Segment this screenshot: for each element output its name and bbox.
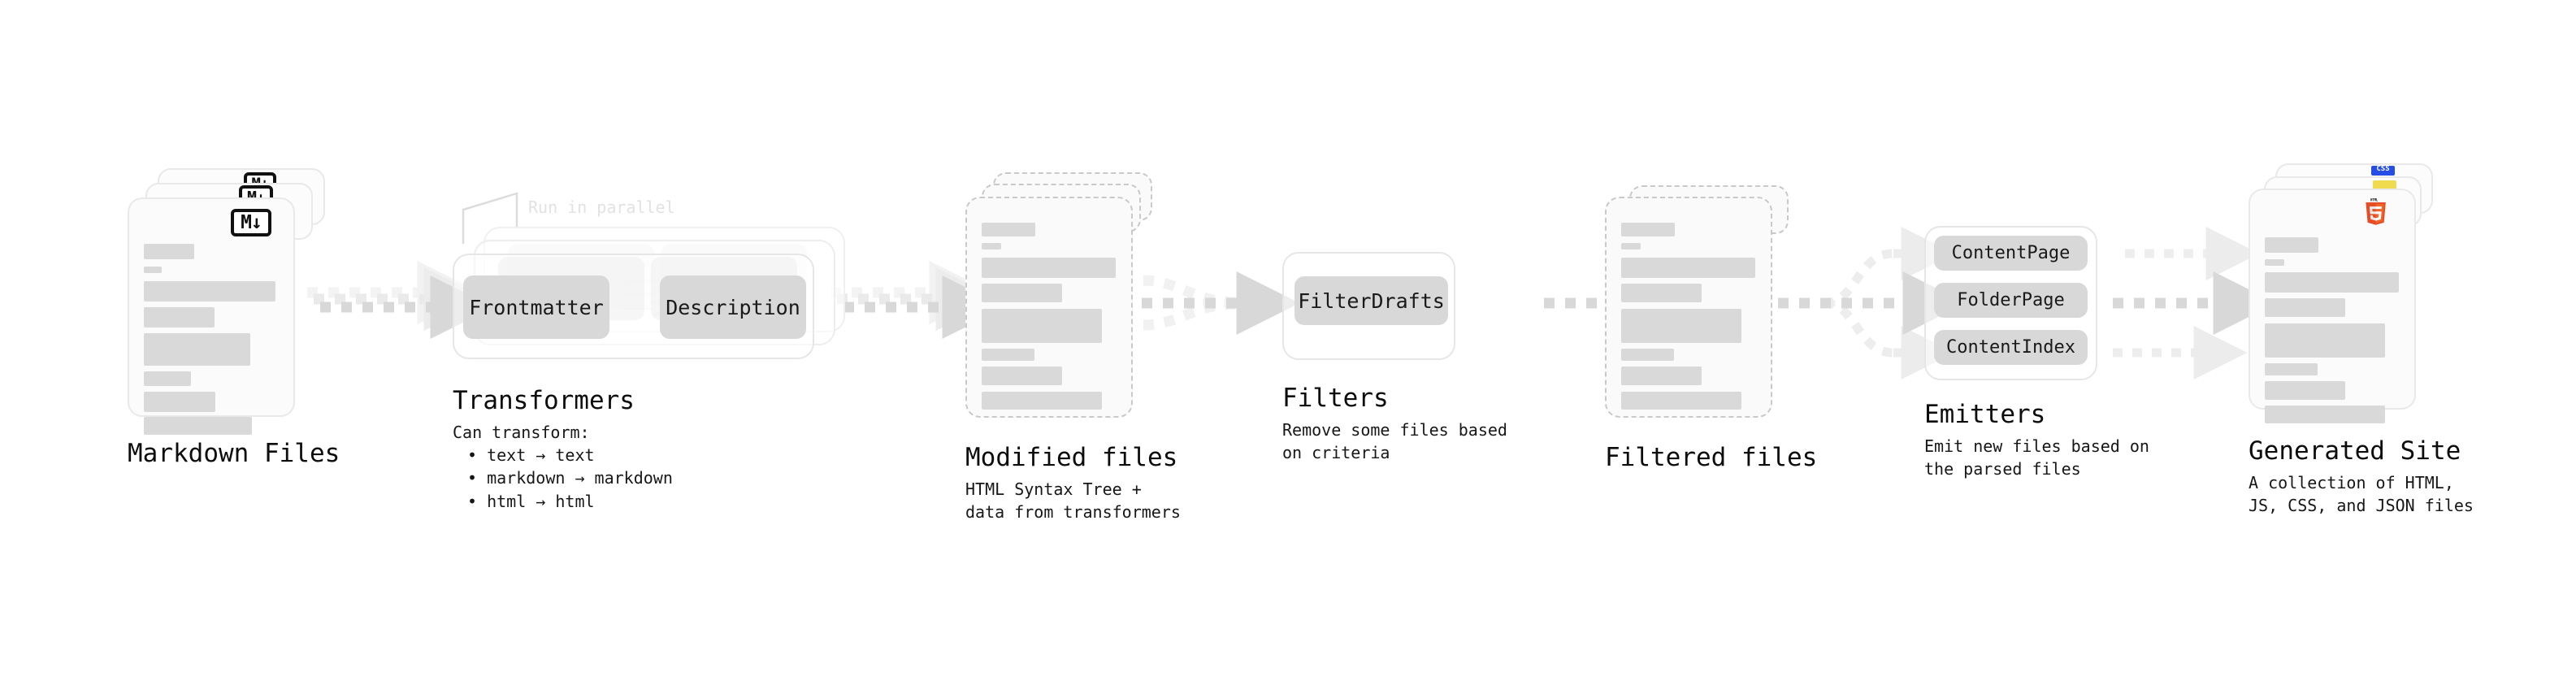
- transformers-bullets: • text → text • markdown → markdown • ht…: [467, 444, 673, 513]
- skeleton-line: [1621, 392, 1741, 410]
- transformers-title: Transformers: [453, 386, 635, 415]
- emitters-pill-folderpage[interactable]: FolderPage: [1934, 283, 2088, 318]
- skeleton-line: [2265, 363, 2318, 375]
- skeleton-line: [2265, 381, 2345, 400]
- skeleton-line: [1621, 284, 1702, 302]
- bullet-item: • markdown → markdown: [467, 468, 673, 488]
- arrow-modified-to-filters: [1142, 271, 1300, 335]
- generated-site-subtitle: A collection of HTML, JS, CSS, and JSON …: [2249, 473, 2474, 516]
- skeleton-line: [1621, 258, 1755, 278]
- skeleton-line: [2265, 298, 2345, 317]
- transformer-pill-frontmatter[interactable]: Frontmatter: [463, 275, 609, 339]
- skeleton-line: [982, 392, 1102, 410]
- bullet-item: • html → html: [467, 491, 595, 511]
- skeleton-line: [144, 392, 215, 412]
- filters-title: Filters: [1282, 384, 1389, 413]
- skeleton-line: [144, 281, 275, 301]
- site-card-front[interactable]: HTML: [2249, 189, 2416, 423]
- skeleton-line: [1621, 243, 1641, 249]
- run-in-parallel-label: Run in parallel: [528, 197, 675, 217]
- emitters-pill-contentindex[interactable]: ContentIndex: [1934, 330, 2088, 365]
- generated-site-title: Generated Site: [2249, 436, 2461, 466]
- emitters-pill-contentpage[interactable]: ContentPage: [1934, 236, 2088, 271]
- arrow-transformers-to-modified: [830, 261, 1006, 339]
- markdown-card-front[interactable]: M↓: [128, 197, 295, 435]
- modified-files-subtitle: HTML Syntax Tree + data from transformer…: [965, 479, 1181, 523]
- modified-card-front[interactable]: [965, 197, 1133, 418]
- skeleton-line: [144, 307, 215, 327]
- skeleton-line: [1621, 349, 1674, 361]
- skeleton-line: [982, 309, 1102, 343]
- filters-pill-filterdrafts[interactable]: FilterDrafts: [1295, 276, 1448, 325]
- css-badge: CSS: [2371, 166, 2395, 176]
- skeleton-line: [982, 258, 1116, 278]
- markdown-files-title: Markdown Files: [128, 439, 340, 468]
- transformers-subtitle: Can transform:: [453, 423, 590, 442]
- skeleton-line: [1621, 309, 1741, 343]
- modified-files-title: Modified files: [965, 443, 1178, 472]
- skeleton-line: [982, 284, 1062, 302]
- filters-subtitle: Remove some files based on criteria: [1282, 420, 1507, 463]
- skeleton-line: [144, 417, 252, 435]
- skeleton-line: [2265, 406, 2385, 423]
- skeleton-line: [2265, 259, 2284, 266]
- arrow-md-to-transformers: [307, 261, 494, 339]
- skeleton-line: [982, 243, 1001, 249]
- filtered-card-front[interactable]: [1605, 197, 1772, 418]
- skeleton-line: [982, 223, 1035, 236]
- skeleton-line: [2265, 237, 2318, 253]
- skeleton-line: [982, 349, 1034, 361]
- skeleton-line: [2265, 272, 2399, 293]
- markdown-badge: M↓: [231, 209, 271, 236]
- skeleton-line: [1621, 223, 1675, 236]
- skeleton-line: [144, 333, 250, 366]
- emitters-subtitle: Emit new files based on the parsed files: [1924, 436, 2149, 479]
- svg-text:HTML: HTML: [2370, 198, 2379, 202]
- skeleton-line: [144, 244, 194, 259]
- skeleton-line: [144, 267, 162, 273]
- emitters-title: Emitters: [1924, 400, 2046, 429]
- skeleton-line: [1621, 367, 1702, 385]
- bullet-item: • text → text: [467, 445, 595, 465]
- arrow-filtered-to-emitters: [1778, 227, 1967, 380]
- arrow-emitters-to-site: [2113, 227, 2277, 380]
- skeleton-line: [982, 367, 1062, 385]
- skeleton-line: [144, 371, 191, 386]
- skeleton-line: [2265, 323, 2385, 358]
- html5-icon: HTML: [2366, 198, 2386, 225]
- filtered-files-title: Filtered files: [1605, 443, 1818, 472]
- transformer-pill-description[interactable]: Description: [660, 275, 806, 339]
